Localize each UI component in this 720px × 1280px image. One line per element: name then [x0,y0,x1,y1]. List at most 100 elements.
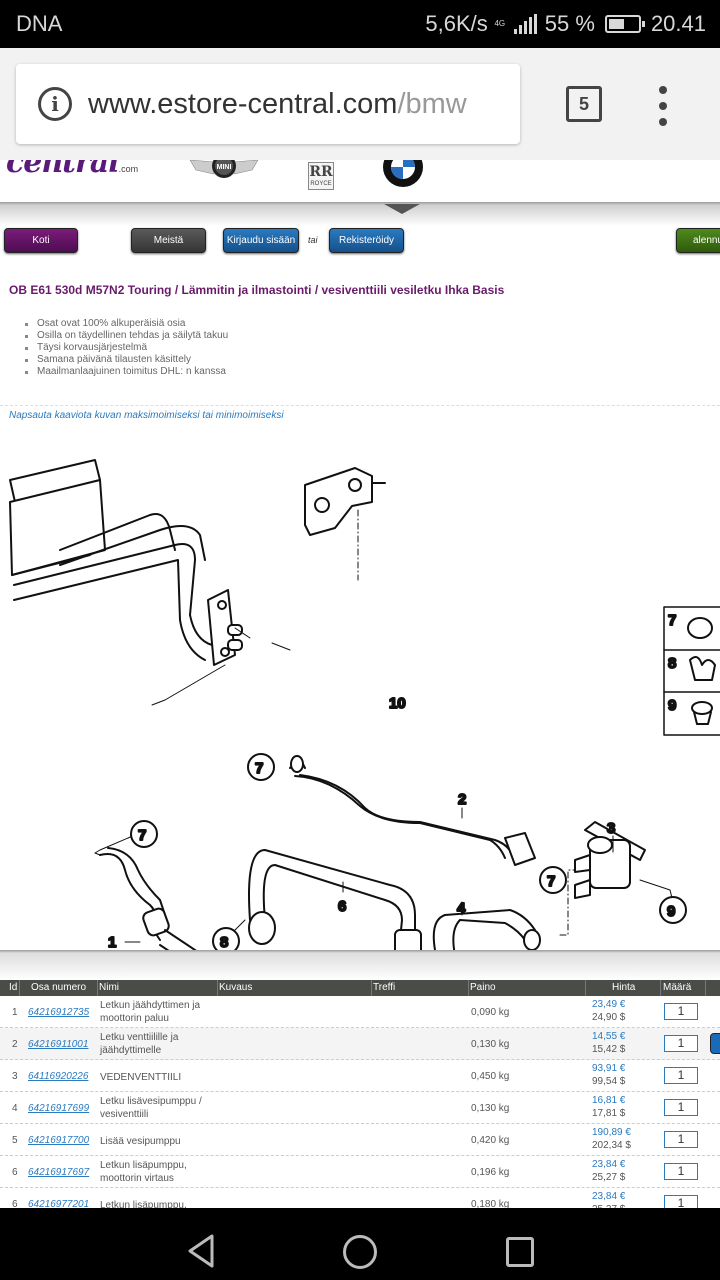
part-number-link[interactable]: 64216911001 [28,1039,89,1050]
recents-icon[interactable] [506,1237,534,1267]
heater-core-drawing [9,459,106,576]
part-number-link[interactable]: 64216917700 [28,1135,90,1146]
url-text[interactable]: www.estore-central.com/bmw [88,88,467,121]
label-4: 4 [457,900,466,917]
mini-logo[interactable]: MINI [188,160,260,182]
cell-name: Lisää vesipumppu [100,1136,181,1147]
feature-item: Osat ovat 100% alkuperäisiä osia [25,318,228,330]
cell-weight: 0,130 kg [471,1103,510,1114]
bmw-logo[interactable] [382,160,424,188]
callout-9[interactable] [659,896,687,924]
part-number-link[interactable]: 64216917699 [28,1103,90,1114]
url-host: www.estore-central.com [88,87,398,120]
water-valve-drawing [574,821,646,899]
callout-7c[interactable] [539,866,567,894]
callout-7b[interactable] [130,820,158,848]
mini-logo-text: MINI [217,164,232,171]
main-nav: Koti Meistä Kirjaudu sisään tai Rekister… [0,228,720,256]
label-2: 2 [458,791,466,808]
cell-name: Letku lisävesipumppu / vesiventtiili [100,1096,202,1120]
login-button[interactable]: Kirjaudu sisään [223,228,299,253]
header-shadow [0,202,720,226]
cell-name: Letkun lisäpumppu, [100,1200,187,1208]
cell-weight: 0,196 kg [471,1167,510,1178]
price-usd: 25,27 $ [592,1204,625,1208]
cell-weight: 0,420 kg [471,1135,510,1146]
col-price: Hinta [612,982,636,993]
table-row: 2 64216911001 Letku venttiilille ja jäähdy… [0,1028,720,1060]
home-button[interactable]: Koti [4,228,78,253]
part-number-link[interactable]: 64216977201 [28,1199,90,1208]
part-number-link[interactable]: 64116920226 [28,1071,89,1082]
more-vert-icon[interactable] [656,86,670,126]
quantity-input[interactable]: 1 [664,1099,698,1116]
quantity-input[interactable]: 1 [664,1195,698,1208]
feature-item: Osilla on täydellinen tehdas ja säilytä … [25,330,228,342]
quantity-input[interactable]: 1 [664,1131,698,1148]
battery-icon [604,15,645,33]
estore-central-logo[interactable]: central.com [6,160,138,184]
status-bar: DNA 5,6K/s 4G 55 % 20.41 [0,0,720,48]
hose-6-drawing [248,849,422,957]
page-title: OB E61 530d M57N2 Touring / Lämmitin ja … [9,283,505,297]
price-eur: 16,81 € [592,1095,626,1106]
clock: 20.41 [650,11,706,36]
quantity-input[interactable]: 1 [664,1163,698,1180]
tab-switcher-button[interactable]: 5 [566,86,602,122]
parts-diagram[interactable]: 7 7 8 7 7 9 1 2 3 4 5 6 10 [0,440,720,1105]
col-quantity: Määrä [663,982,692,993]
cell-name: VEDENVENTTIILI [100,1072,182,1083]
network-speed: 5,6K/s [425,11,488,36]
col-name: Nimi [99,982,119,993]
cell-weight: 0,090 kg [471,1007,510,1018]
price-eur: 190,89 € [592,1127,631,1138]
price-eur: 93,91 € [592,1063,626,1074]
label-7: 7 [547,873,555,890]
register-button[interactable]: Rekisteröidy [329,228,404,253]
table-row: 1 64216912735 Letkun jäähdyttimen ja moott… [0,996,720,1028]
about-button[interactable]: Meistä [131,228,206,253]
info-icon[interactable]: i [38,87,72,121]
hose-2-drawing [289,755,536,866]
cell-name: Letkun jäähdyttimen ja moottorin paluu [100,1000,201,1024]
label-6: 6 [338,898,346,915]
col-id: Id [9,982,18,993]
add-to-cart-button[interactable] [710,1033,720,1054]
price-eur: 23,49 € [592,999,626,1010]
quantity-input[interactable]: 1 [664,1035,698,1052]
callout-7a[interactable] [247,753,275,781]
discount-button[interactable]: alennus [676,228,720,253]
logo-text: central [6,160,120,180]
quantity-input[interactable]: 1 [664,1067,698,1084]
cell-id: 6 [12,1167,18,1178]
label-10: 10 [389,695,406,712]
cell-weight: 0,130 kg [471,1039,510,1050]
url-path: /bmw [397,87,467,120]
price-eur: 14,55 € [592,1031,626,1042]
or-label: tai [308,235,318,245]
parts-table: Id Osa numero Nimi Kuvaus Treffi Paino H… [0,980,720,1208]
battery-percent: 55 % [544,11,595,36]
part-number-link[interactable]: 64216917697 [28,1167,90,1178]
quantity-input[interactable]: 1 [664,1003,698,1020]
label-1: 1 [108,934,116,950]
diagram-legend [663,606,720,736]
col-part-number: Osa numero [31,982,87,993]
label-3: 3 [607,820,615,837]
cell-weight: 0,450 kg [471,1071,510,1082]
address-bar[interactable]: i www.estore-central.com/bmw [16,64,520,144]
home-icon[interactable] [343,1235,377,1269]
cell-id: 2 [12,1039,18,1050]
col-description: Kuvaus [219,982,253,993]
back-icon[interactable] [184,1232,218,1270]
part-number-link[interactable]: 64216912735 [28,1007,90,1018]
price-usd: 25,27 $ [592,1172,626,1183]
col-weight: Paino [470,982,496,993]
price-usd: 202,34 $ [592,1140,631,1151]
browser-toolbar: i www.estore-central.com/bmw 5 [0,48,720,160]
cell-name: Letku venttiilille ja jäähdyttimelle [100,1032,179,1056]
